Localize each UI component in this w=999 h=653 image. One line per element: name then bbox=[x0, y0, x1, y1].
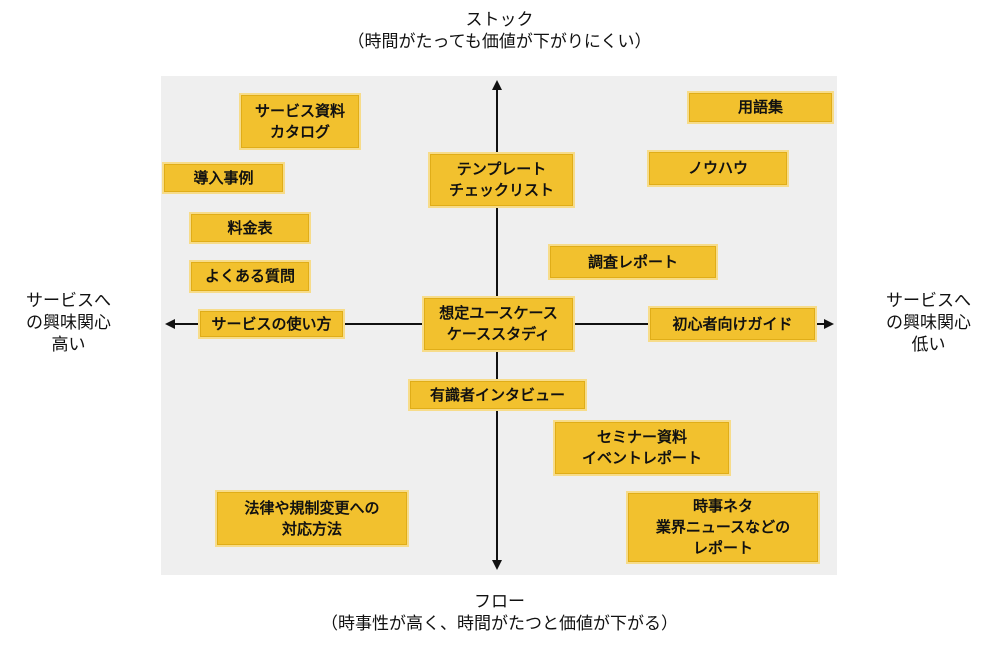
item-price-list: 料金表 bbox=[191, 214, 309, 242]
item-news-report: 時事ネタ 業界ニュースなどの レポート bbox=[628, 493, 818, 562]
axis-label-right: サービスへ の興味関心 低い bbox=[886, 291, 971, 355]
item-service-materials-catalog: サービス資料 カタログ bbox=[241, 95, 359, 148]
item-use-case-study: 想定ユースケース ケーススタディ bbox=[424, 298, 573, 350]
item-glossary: 用語集 bbox=[689, 93, 832, 122]
item-template-checklist: テンプレート チェックリスト bbox=[430, 154, 573, 206]
item-survey-report: 調査レポート bbox=[550, 246, 716, 278]
axis-label-bottom-title: フロー bbox=[474, 592, 525, 612]
item-knowhow: ノウハウ bbox=[649, 152, 787, 185]
axis-label-bottom-note: （時事性が高く、時間がたつと価値が下がる） bbox=[321, 614, 678, 634]
axis-label-left: サービスへ の興味関心 高い bbox=[26, 291, 111, 355]
axis-label-top-note: （時間がたっても価値が下がりにくい） bbox=[347, 32, 652, 52]
item-how-to-use: サービスの使い方 bbox=[200, 311, 343, 337]
item-faq: よくある質問 bbox=[191, 262, 309, 291]
item-case-studies: 導入事例 bbox=[164, 164, 283, 192]
item-seminar-event-report: セミナー資料 イベントレポート bbox=[555, 422, 729, 474]
item-law-regulation-response: 法律や規制変更への 対応方法 bbox=[217, 492, 407, 545]
axis-label-bottom: フロー （時事性が高く、時間がたつと価値が下がる） bbox=[0, 591, 999, 635]
axis-label-top: ストック （時間がたっても価値が下がりにくい） bbox=[0, 9, 999, 53]
axis-label-top-title: ストック bbox=[465, 10, 534, 30]
item-beginner-guide: 初心者向けガイド bbox=[650, 308, 815, 340]
item-expert-interview: 有識者インタビュー bbox=[410, 381, 585, 409]
